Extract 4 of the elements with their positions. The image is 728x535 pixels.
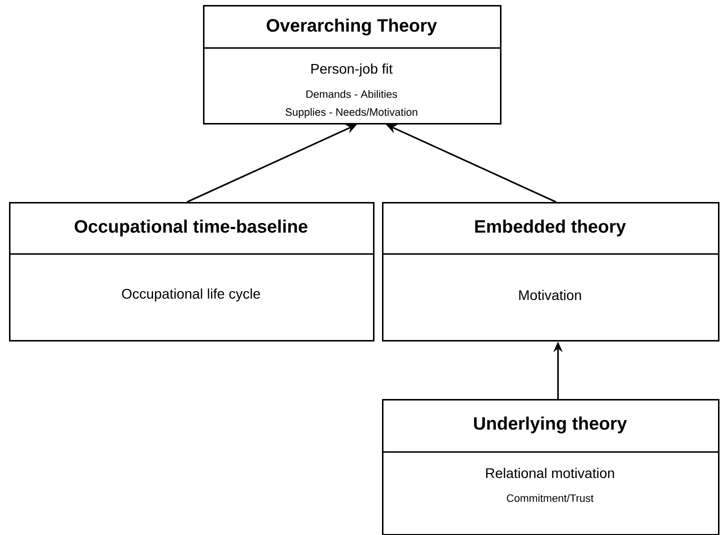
theory-box: Embedded theory Motivation [382,202,720,342]
theory-box: Underlying theory Relational motivation Commitment/Trust [382,399,720,535]
theory-box: Occupational time-baseline Occupational life cycle [9,202,374,342]
theory-box: Overarching Theory Person-job fit Demands - Abilities Supplies - Needs/Motivation [203,5,502,124]
